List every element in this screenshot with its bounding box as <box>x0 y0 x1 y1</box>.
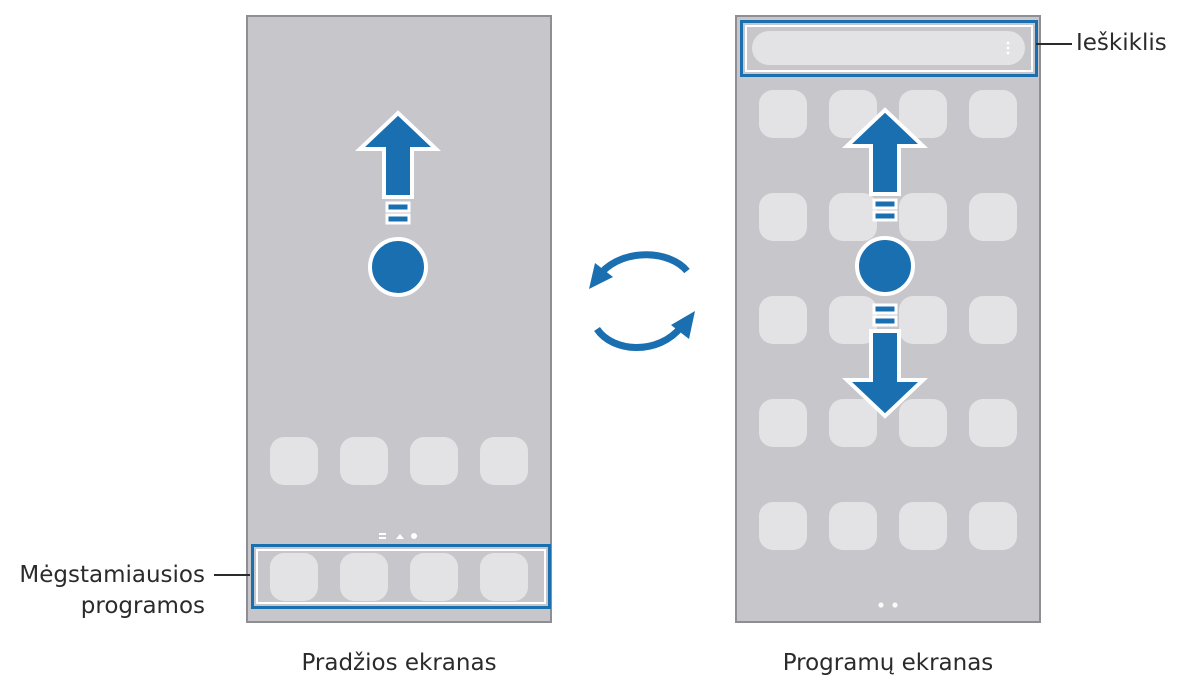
app-icon[interactable] <box>480 437 528 485</box>
app-icon[interactable] <box>410 437 458 485</box>
switch-cycle-arrows <box>589 251 695 351</box>
favorites-label-line2: programos <box>80 593 205 619</box>
app-icon[interactable] <box>340 437 388 485</box>
favorite-app-icon[interactable] <box>480 553 528 601</box>
apps-screen-caption: Programų ekranas <box>782 650 994 676</box>
app-icon[interactable] <box>759 193 807 241</box>
favorite-app-icon[interactable] <box>340 553 388 601</box>
favorite-app-icon[interactable] <box>270 553 318 601</box>
home-screen-caption: Pradžios ekranas <box>301 650 497 676</box>
touch-point <box>368 237 428 297</box>
app-icon[interactable] <box>829 399 877 447</box>
favorites-leader-line <box>214 574 250 576</box>
app-icon[interactable] <box>270 437 318 485</box>
favorites-label: Mėgstamiausios programos <box>9 560 205 622</box>
app-icon[interactable] <box>969 502 1017 550</box>
swipe-up-arrow <box>354 110 442 199</box>
page-indicator <box>379 533 417 539</box>
app-icon[interactable] <box>969 193 1017 241</box>
app-icon[interactable] <box>899 399 947 447</box>
favorites-highlight <box>251 544 551 609</box>
app-icon[interactable] <box>899 502 947 550</box>
app-icon[interactable] <box>759 502 807 550</box>
app-icon[interactable] <box>899 193 947 241</box>
finder-label: Ieškiklis <box>1076 30 1167 56</box>
app-icon[interactable] <box>899 296 947 344</box>
app-icon[interactable] <box>759 296 807 344</box>
apps-screen <box>735 15 1041 623</box>
finder-leader-line <box>1036 43 1072 45</box>
page-indicator <box>878 602 898 608</box>
favorite-app-icon[interactable] <box>410 553 458 601</box>
app-icon[interactable] <box>969 90 1017 138</box>
swipe-up-gesture <box>354 110 442 297</box>
touch-point <box>855 236 915 296</box>
app-icon[interactable] <box>829 502 877 550</box>
app-icon[interactable] <box>829 193 877 241</box>
swipe-down-arrow <box>841 329 929 419</box>
finder-highlight <box>740 20 1038 77</box>
app-icon[interactable] <box>759 399 807 447</box>
app-icon[interactable] <box>759 90 807 138</box>
more-options-icon[interactable] <box>1005 41 1011 55</box>
favorites-label-line1: Mėgstamiausios <box>19 562 205 588</box>
app-icon[interactable] <box>969 296 1017 344</box>
finder-search-bar[interactable] <box>752 31 1025 65</box>
swipe-updown-gesture <box>841 107 929 419</box>
swipe-up-arrow <box>841 107 929 196</box>
app-icon[interactable] <box>969 399 1017 447</box>
